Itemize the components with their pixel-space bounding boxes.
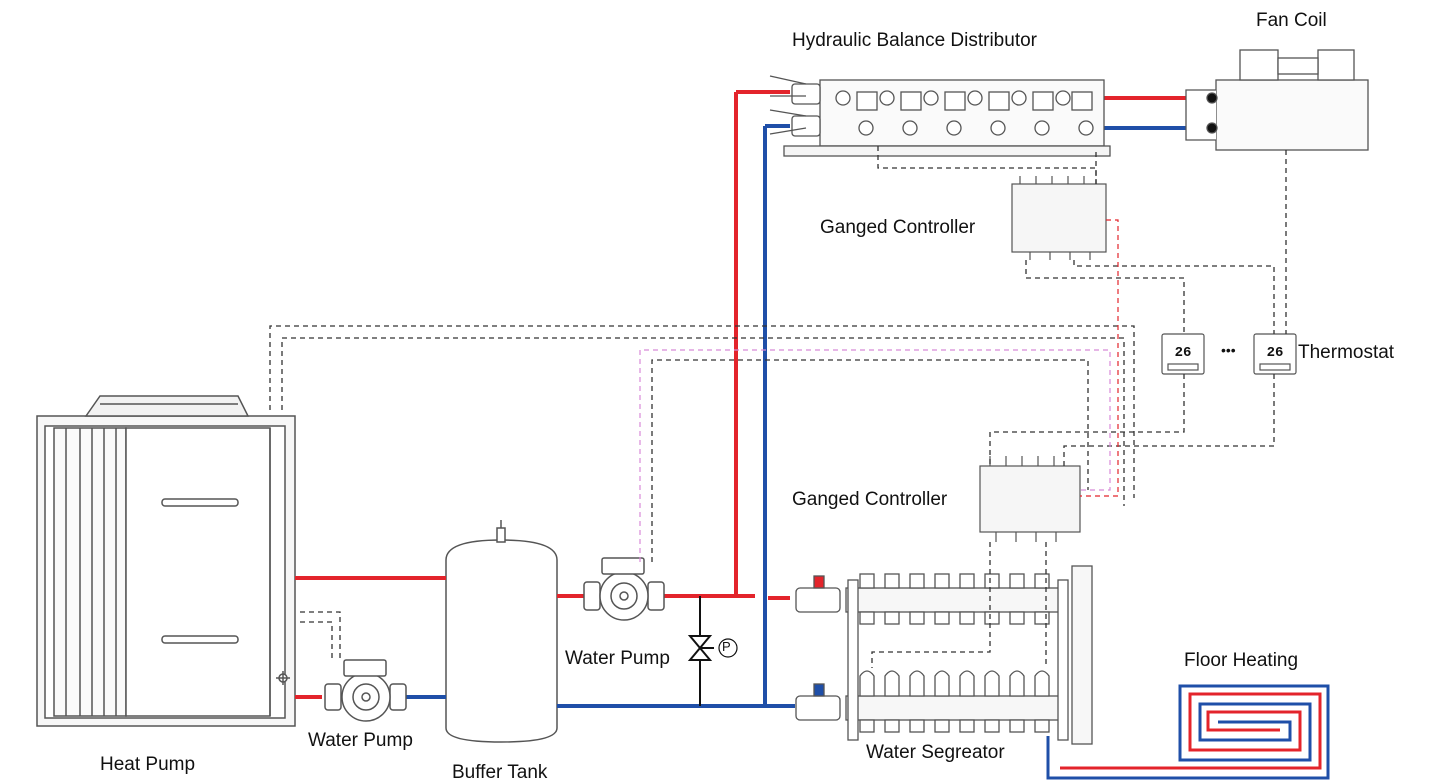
ganged-controller-top-label: Ganged Controller: [820, 217, 976, 238]
heat-pump-label: Heat Pump: [100, 754, 196, 775]
floor-heating-label: Floor Heating: [1184, 650, 1299, 671]
water-segregator-label: Water Segreator: [866, 742, 1005, 763]
hydraulic-balance-distributor-label: Hydraulic Balance Distributor: [792, 30, 1037, 51]
ganged-controller-top: [1011, 176, 1107, 260]
thermostat-ellipsis: •••: [1221, 342, 1236, 358]
thermostat-1: [1161, 333, 1205, 375]
fan-coil-unit: [1185, 49, 1369, 151]
red-control-wire: [1080, 219, 1119, 497]
thermostat-2: [1253, 333, 1297, 375]
thermostat-2-display: 26: [1267, 345, 1284, 361]
water-pump-left: [324, 659, 407, 722]
pressure-symbol: P: [722, 639, 731, 654]
heat-pump-unit: [36, 395, 296, 727]
floor-heating-coil: [1046, 684, 1330, 780]
bypass-valve: [687, 596, 738, 706]
control-wiring: [269, 146, 1287, 668]
buffer-tank-label: Buffer Tank: [452, 762, 548, 783]
thermostat-label: Thermostat: [1298, 342, 1395, 363]
water-segregator-manifold: [795, 565, 1093, 745]
ganged-controller-bottom-label: Ganged Controller: [792, 489, 948, 510]
water-pump-middle: [583, 557, 665, 621]
ganged-controller-bottom: [979, 456, 1081, 542]
hydraulic-balance-distributor: [769, 75, 1111, 157]
pink-control-wire: [639, 349, 1111, 562]
fan-coil-label: Fan Coil: [1256, 10, 1327, 31]
thermostat-1-display: 26: [1175, 345, 1192, 361]
buffer-tank: [445, 520, 558, 743]
water-pump-middle-label: Water Pump: [565, 648, 670, 669]
water-pump-left-label: Water Pump: [308, 730, 413, 751]
